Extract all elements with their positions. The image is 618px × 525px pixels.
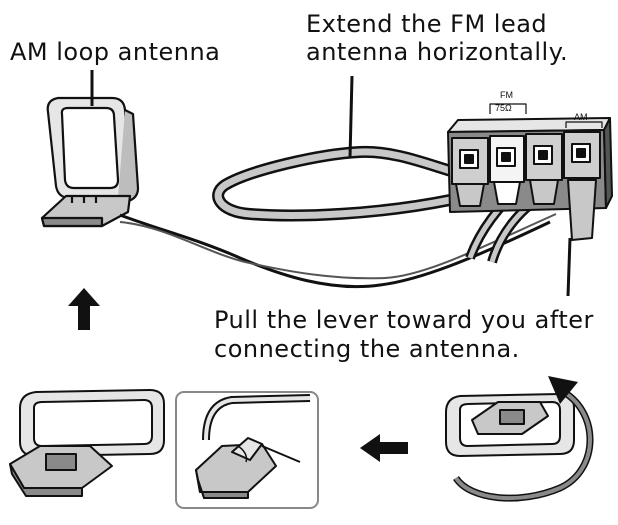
up-arrow-icon [68,288,100,330]
lever-pointer [566,237,572,297]
terminal-block [447,103,613,241]
fm-extend-label-line-1: Extend the FM lead [306,10,548,38]
am-loop-antenna [40,96,140,228]
assembled-loop-antenna [9,389,165,497]
rotate-arrow-icon [453,376,594,502]
fm-lead-pointer [348,75,354,159]
pull-lever-label-line-2: connecting the antenna. [214,335,520,363]
detail-inset [175,391,319,509]
fm-extend-label-line-2: antenna horizontally. [306,38,569,66]
left-arrow-icon [360,434,408,462]
am-loop-antenna-label: AM loop antenna [10,38,221,66]
folded-loop-antenna [445,393,575,457]
terminal-label-ohm: 75Ω [495,103,512,113]
am-lead-wire [119,213,557,289]
pull-lever-label-line-1: Pull the lever toward you after [214,306,594,334]
terminal-label-fm: FM [500,90,513,100]
terminal-label-am: AM [574,112,588,122]
